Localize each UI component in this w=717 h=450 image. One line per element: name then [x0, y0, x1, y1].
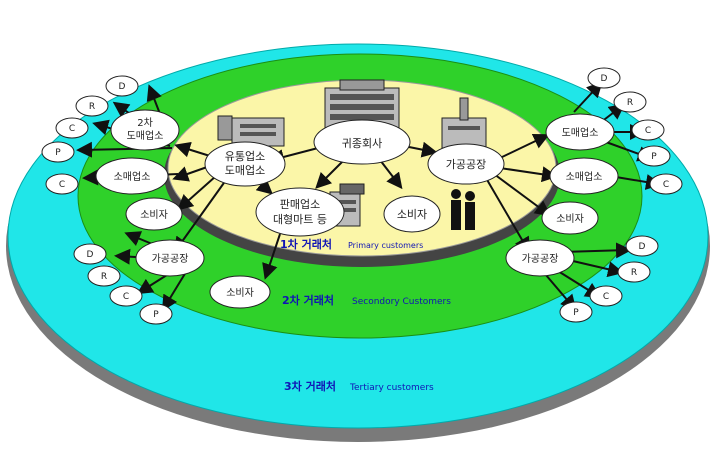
svg-text:D: D	[119, 82, 126, 92]
bubble-r: R	[613, 91, 647, 113]
left-consumer-label: 소비자	[140, 209, 168, 221]
tertiary-label-en: Tertiary customers	[349, 383, 434, 393]
retailer-label-1: 판매업소	[280, 198, 320, 211]
bubble-d: D	[105, 75, 139, 97]
bubble-c: C	[631, 119, 665, 141]
svg-text:C: C	[69, 124, 75, 134]
svg-text:R: R	[89, 102, 95, 112]
svg-text:R: R	[101, 272, 107, 282]
svg-text:D: D	[601, 74, 608, 84]
company-node: 귀종회사	[313, 119, 411, 165]
distributor-label-2: 도매업소	[225, 164, 265, 177]
right-processor-node: 가공공장	[505, 239, 575, 277]
retailer-node: 판매업소 대형마트 등	[255, 187, 345, 237]
right-processor-label: 가공공장	[522, 253, 559, 265]
svg-text:C: C	[663, 180, 669, 190]
distributor-node: 유통업소 도매업소	[204, 141, 286, 187]
distributor-factory-icon	[217, 115, 285, 147]
processor-node: 가공공장	[427, 143, 505, 185]
bubble-c: C	[589, 285, 623, 307]
svg-text:C: C	[645, 126, 651, 136]
center-consumer-label: 소비자	[397, 208, 427, 221]
secondary-label-ko: 2차 거래처	[282, 293, 334, 307]
left-consumer-node: 소비자	[125, 197, 183, 231]
secondary-label-en: Secondory Customers	[352, 297, 451, 307]
svg-text:P: P	[153, 310, 159, 320]
primary-label-ko: 1차 거래처	[280, 237, 332, 251]
left-processor-node: 가공공장	[135, 239, 205, 277]
left-wholesale-label-1: 2차	[137, 117, 153, 129]
svg-text:D: D	[87, 250, 94, 260]
right-consumer-label: 소비자	[556, 213, 584, 225]
svg-text:P: P	[651, 152, 657, 162]
bubble-p: P	[637, 145, 671, 167]
tertiary-ring-label: 3차 거래처 Tertiary customers	[284, 379, 434, 393]
bubble-p: P	[559, 301, 593, 323]
left-wholesale-node: 2차 도매업소	[110, 109, 180, 151]
bubble-p: P	[139, 303, 173, 325]
processor-label: 가공공장	[446, 158, 486, 171]
company-label: 귀종회사	[342, 137, 382, 150]
processor-factory-icon	[441, 97, 487, 149]
right-retail-label: 소매업소	[566, 170, 603, 183]
bubble-p: P	[41, 141, 75, 163]
right-retail-node: 소매업소	[549, 157, 619, 195]
svg-text:R: R	[631, 268, 637, 278]
couple-people-icon	[451, 189, 475, 230]
svg-text:P: P	[573, 308, 579, 318]
bubble-c: C	[649, 173, 683, 195]
svg-text:C: C	[123, 292, 129, 302]
right-wholesale-label: 도매업소	[562, 126, 599, 139]
primary-ring-label: 1차 거래처 Primary customers	[280, 237, 423, 251]
bottom-consumer-node: 소비자	[209, 275, 271, 309]
bottom-consumer-label: 소비자	[226, 287, 254, 299]
bubble-d: D	[587, 67, 621, 89]
company-building-icon	[324, 79, 400, 129]
primary-label-en: Primary customers	[348, 241, 423, 250]
right-consumer-node: 소비자	[541, 201, 599, 235]
svg-text:C: C	[603, 292, 609, 302]
bubble-c: C	[109, 285, 143, 307]
distributor-label-1: 유통업소	[225, 150, 265, 163]
bubble-r: R	[617, 261, 651, 283]
bubble-c: C	[45, 173, 79, 195]
svg-text:P: P	[55, 148, 61, 158]
left-wholesale-label-2: 도매업소	[127, 129, 164, 142]
letter-bubbles: D R C P C D R C P D R C P C D R C P	[41, 67, 683, 325]
right-wholesale-node: 도매업소	[545, 113, 615, 151]
center-consumer-node: 소비자	[383, 195, 441, 233]
svg-text:D: D	[639, 242, 646, 252]
secondary-ring-label: 2차 거래처 Secondory Customers	[282, 293, 451, 307]
bubble-c: C	[55, 117, 89, 139]
left-retail-label: 소매업소	[114, 170, 151, 183]
tertiary-label-ko: 3차 거래처	[284, 379, 336, 393]
bubble-r: R	[87, 265, 121, 287]
bubble-r: R	[75, 95, 109, 117]
svg-text:C: C	[59, 180, 65, 190]
bubble-d: D	[73, 243, 107, 265]
left-processor-label: 가공공장	[152, 253, 189, 265]
left-retail-node: 소매업소	[95, 157, 169, 195]
retailer-label-2: 대형마트 등	[273, 213, 327, 226]
bubble-d: D	[625, 235, 659, 257]
svg-text:R: R	[627, 98, 633, 108]
